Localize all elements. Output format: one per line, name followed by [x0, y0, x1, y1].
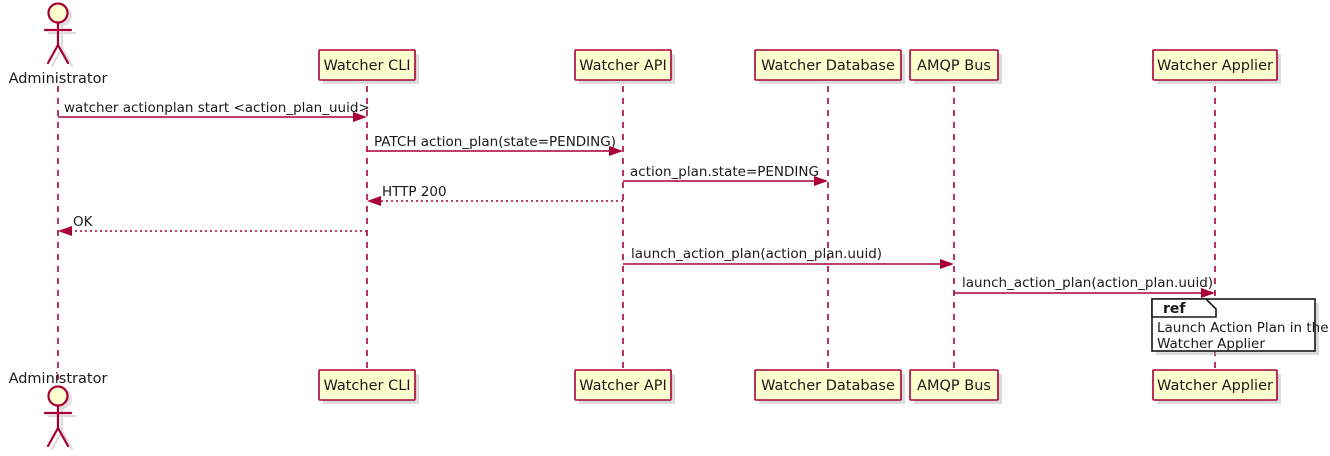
participant-watcher-database-top[interactable]: Watcher Database — [754, 49, 905, 84]
ref-fragment-line-1: Launch Action Plan in the — [1157, 320, 1329, 336]
participant-label-watcher-cli-bottom: Watcher CLI — [323, 378, 410, 394]
participant-label-amqp-bus-top: AMQP Bus — [917, 58, 991, 74]
actor-label-administrator-bottom: Administrator — [9, 371, 108, 387]
message-7-label: launch_action_plan(action_plan.uuid) — [962, 275, 1213, 291]
message-5-ok[interactable]: OK — [58, 214, 367, 236]
participant-watcher-applier-bottom[interactable]: Watcher Applier — [1152, 369, 1281, 404]
actor-administrator-top[interactable]: Administrator — [9, 2, 108, 88]
actor-leg-left-icon-bottom — [46, 426, 60, 448]
message-3-label: action_plan.state=PENDING — [630, 164, 819, 180]
participant-watcher-cli-bottom[interactable]: Watcher CLI — [318, 369, 419, 404]
message-7-launch-action-plan-to-applier[interactable]: launch_action_plan(action_plan.uuid) — [954, 275, 1215, 298]
message-3-arrowhead — [814, 176, 828, 186]
participant-watcher-database-bottom[interactable]: Watcher Database — [754, 369, 905, 404]
ref-fragment-body — [1151, 298, 1316, 352]
participant-label-watcher-applier-top: Watcher Applier — [1157, 58, 1273, 74]
participant-amqp-bus-bottom[interactable]: AMQP Bus — [909, 369, 1002, 404]
message-5-arrowhead — [58, 226, 72, 236]
message-6-arrowhead — [940, 259, 954, 269]
message-3-action-plan-state-pending[interactable]: action_plan.state=PENDING — [623, 164, 828, 186]
message-2-arrowhead — [609, 146, 623, 156]
participant-label-amqp-bus-bottom: AMQP Bus — [917, 378, 991, 394]
participant-boxes-bottom: Watcher CLI Watcher API Watcher Database… — [318, 369, 1281, 404]
participant-watcher-api-bottom[interactable]: Watcher API — [574, 369, 675, 404]
participant-label-watcher-api-top: Watcher API — [579, 58, 667, 74]
participant-label-watcher-cli-top: Watcher CLI — [323, 58, 410, 74]
actor-head-icon-bottom — [47, 385, 69, 407]
actor-leg-left-icon — [46, 43, 60, 65]
actor-leg-right-icon-bottom — [56, 426, 70, 448]
participant-label-watcher-database-top: Watcher Database — [761, 58, 895, 74]
actor-administrator-bottom[interactable]: Administrator — [9, 371, 108, 451]
message-4-arrowhead — [367, 196, 381, 206]
participant-watcher-cli-top[interactable]: Watcher CLI — [318, 49, 419, 84]
message-4-label: HTTP 200 — [382, 184, 447, 200]
ref-fragment-tab — [1151, 298, 1217, 318]
participant-boxes-top: Watcher CLI Watcher API Watcher Database… — [318, 49, 1281, 84]
message-1-label: watcher actionplan start <action_plan_uu… — [64, 100, 370, 116]
ref-fragment-keyword: ref — [1163, 301, 1186, 317]
message-4-http-200[interactable]: HTTP 200 — [367, 184, 623, 206]
participant-watcher-api-top[interactable]: Watcher API — [574, 49, 675, 84]
message-6-launch-action-plan-to-bus[interactable]: launch_action_plan(action_plan.uuid) — [623, 246, 954, 269]
message-2-patch-action-plan[interactable]: PATCH action_plan(state=PENDING) — [367, 134, 623, 156]
actor-leg-right-icon — [56, 43, 70, 65]
lifelines-group — [57, 86, 1216, 392]
message-5-label: OK — [73, 214, 94, 230]
participant-label-watcher-database-bottom: Watcher Database — [761, 378, 895, 394]
ref-fragment[interactable]: ref Launch Action Plan in the Watcher Ap… — [1151, 298, 1329, 355]
message-1-watcher-actionplan-start[interactable]: watcher actionplan start <action_plan_uu… — [58, 100, 370, 122]
message-7-arrowhead — [1201, 288, 1215, 298]
participant-watcher-applier-top[interactable]: Watcher Applier — [1152, 49, 1281, 84]
ref-fragment-line-2: Watcher Applier — [1157, 336, 1265, 352]
message-6-label: launch_action_plan(action_plan.uuid) — [631, 246, 882, 262]
participant-label-watcher-applier-bottom: Watcher Applier — [1157, 378, 1273, 394]
message-2-label: PATCH action_plan(state=PENDING) — [374, 134, 616, 150]
actor-head-icon — [47, 2, 69, 24]
participant-amqp-bus-top[interactable]: AMQP Bus — [909, 49, 1002, 84]
actor-label-administrator-top: Administrator — [9, 71, 108, 87]
participant-label-watcher-api-bottom: Watcher API — [579, 378, 667, 394]
message-1-arrowhead — [353, 112, 367, 122]
